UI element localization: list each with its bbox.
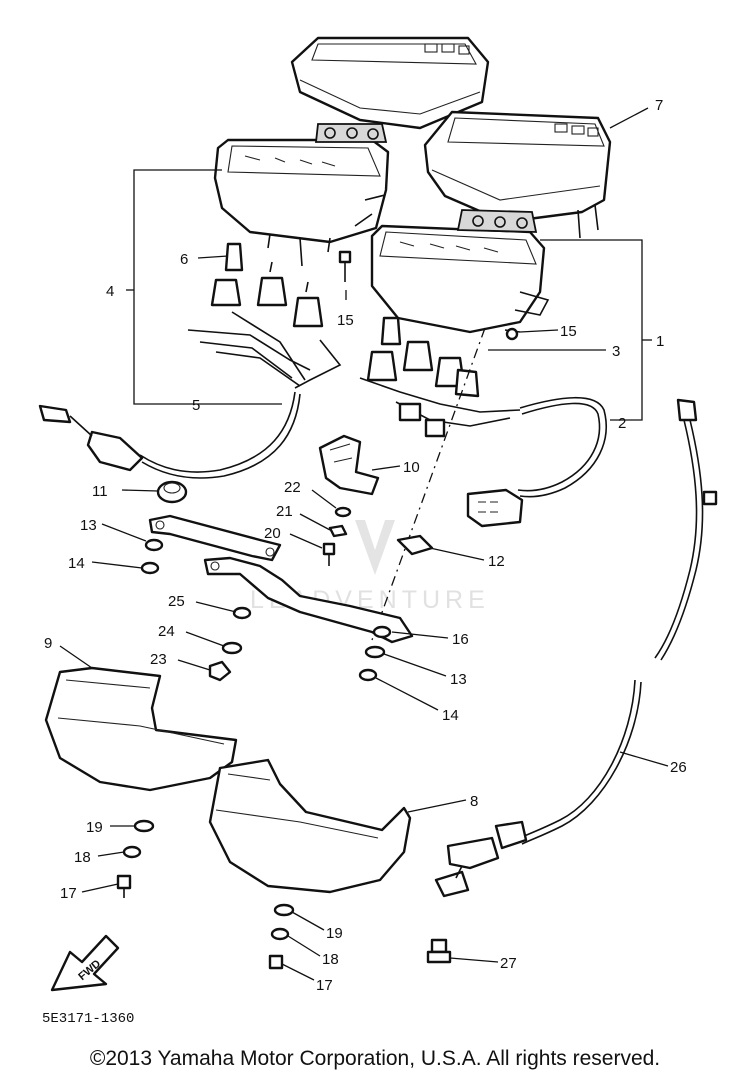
fwd-arrow-icon: FWD [50,934,120,992]
speedometer-cable [434,398,718,898]
callout-15-right: 15 [560,323,577,340]
callout-9: 9 [44,635,52,652]
bracket-10 [318,434,380,496]
callout-23: 23 [150,651,167,668]
callout-22: 22 [284,479,301,496]
callout-27: 27 [500,955,517,972]
callout-14-left: 14 [68,555,85,572]
callout-26: 26 [670,759,687,776]
meter-assembly-left [213,123,390,267]
callout-3: 3 [612,343,620,360]
callout-4: 4 [106,283,114,300]
grommet-11 [156,480,188,504]
lead-wire-right [466,396,607,528]
meter-stay [148,514,414,644]
callout-15-left: 15 [337,312,354,329]
callout-1: 1 [656,333,664,350]
callout-19-right: 19 [326,925,343,942]
callout-19-left: 19 [86,819,103,836]
lower-cover-right [208,758,412,894]
copyright-notice: ©2013 Yamaha Motor Corporation, U.S.A. A… [89,1047,661,1070]
bulb-and-sockets-left [187,242,342,389]
meter-assembly-right [370,209,550,334]
callout-12: 12 [488,553,505,570]
callout-18-right: 18 [322,951,339,968]
callout-5: 5 [192,397,200,414]
callout-8: 8 [470,793,478,810]
callout-6: 6 [180,251,188,268]
lower-cover-left [44,666,238,792]
meter-cover [423,110,612,239]
callout-13-right: 13 [450,671,467,688]
leader-lines [59,107,669,981]
callout-labels: 7 4 6 15 15 3 1 2 5 10 11 22 21 20 12 13… [44,97,687,994]
bulb-and-sockets-right [359,316,521,438]
callout-18-left: 18 [74,849,91,866]
callout-2: 2 [618,415,626,432]
callout-17-right: 17 [316,977,333,994]
exploded-parts-diagram: LEADVENTURE [38,36,718,1027]
callout-10: 10 [403,459,420,476]
drawing-code: 5E3171-1360 [42,1011,134,1027]
callout-7: 7 [655,97,663,114]
callout-14-right: 14 [442,707,459,724]
callout-20: 20 [264,525,281,542]
meter-cover-upper-rear [290,36,490,130]
callout-16: 16 [452,631,469,648]
callout-21: 21 [276,503,293,520]
callout-17-left: 17 [60,885,77,902]
callout-13-left: 13 [80,517,97,534]
callout-25: 25 [168,593,185,610]
callout-24: 24 [158,623,175,640]
callout-11: 11 [92,483,108,500]
lead-wire-left [38,391,301,479]
